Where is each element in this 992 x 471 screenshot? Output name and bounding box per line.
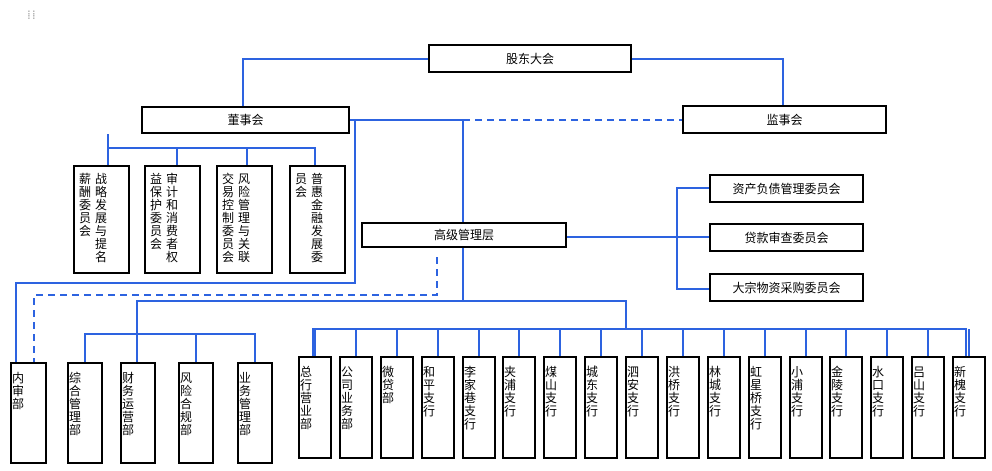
business-unit-box: 林城支行 [707, 356, 741, 459]
committee-risk-label: 风险管理与关联 [238, 172, 251, 264]
business-unit-label: 吕山支行 [913, 365, 926, 418]
committee-risk-box: 风险管理与关联交易控制委员会 [216, 165, 273, 274]
drag-handle-icon[interactable]: ⁞⁞ [27, 8, 37, 22]
mgmt-committee-box: 大宗物资采购委员会 [709, 273, 864, 302]
department-box: 风险合规部 [178, 362, 214, 464]
board-box: 董事会 [141, 106, 350, 134]
business-unit-label: 水口支行 [872, 365, 885, 418]
senior-management-box: 高级管理层 [361, 222, 567, 248]
committee-audit-label-2: 益保护委员会 [150, 172, 163, 251]
department-box: 财务运营部 [120, 362, 156, 464]
department-box-label: 风险合规部 [180, 371, 193, 437]
committee-audit-label: 审计和消费者权 [166, 172, 179, 264]
business-unit-box: 和平支行 [421, 356, 455, 459]
business-unit-box: 煤山支行 [543, 356, 577, 459]
department-box-label: 财务运营部 [122, 371, 135, 437]
business-unit-label: 微贷部 [382, 365, 395, 405]
department-box-label: 综合管理部 [69, 371, 82, 437]
business-unit-box: 水口支行 [870, 356, 904, 459]
business-unit-box: 公司业务部 [339, 356, 373, 459]
business-unit-label: 公司业务部 [341, 365, 354, 431]
mgmt-committee-label: 贷款审查委员会 [744, 230, 829, 245]
committee-audit-box: 审计和消费者权益保护委员会 [144, 165, 201, 274]
committee-inclusive-box: 普惠金融发展委员会 [289, 165, 346, 274]
business-unit-label: 小浦支行 [791, 365, 804, 418]
business-unit-box: 泗安支行 [625, 356, 659, 459]
mgmt-committee-box: 资产负债管理委员会 [709, 174, 864, 203]
committee-strategy-label-2: 薪酬委员会 [79, 172, 92, 238]
business-unit-box: 总行营业部 [298, 356, 332, 459]
business-unit-label: 和平支行 [423, 365, 436, 418]
business-unit-box: 虹星桥支行 [748, 356, 782, 459]
business-unit-label: 新槐支行 [954, 365, 967, 418]
business-unit-label: 夹浦支行 [504, 365, 517, 418]
business-unit-label: 金陵支行 [831, 365, 844, 418]
department-box-label: 业务管理部 [239, 371, 252, 437]
business-unit-box: 洪桥支行 [666, 356, 700, 459]
business-unit-label: 虹星桥支行 [750, 365, 763, 431]
mgmt-committee-label: 大宗物资采购委员会 [732, 280, 841, 295]
shareholders-meeting-box: 股东大会 [428, 44, 632, 73]
board-label: 董事会 [227, 113, 264, 127]
committee-strategy-box: 战略发展与提名薪酬委员会 [73, 165, 130, 274]
business-unit-label: 城东支行 [586, 365, 599, 418]
business-unit-box: 小浦支行 [789, 356, 823, 459]
business-unit-label: 林城支行 [709, 365, 722, 418]
business-unit-label: 洪桥支行 [668, 365, 681, 418]
committee-inclusive-label-2: 员会 [295, 172, 308, 199]
mgmt-committee-label: 资产负债管理委员会 [732, 181, 841, 196]
committee-strategy-label: 战略发展与提名 [95, 172, 108, 264]
business-unit-box: 夹浦支行 [502, 356, 536, 459]
committee-inclusive-label: 普惠金融发展委 [311, 172, 324, 264]
supervisors-label: 监事会 [766, 112, 803, 127]
department-box: 业务管理部 [237, 362, 273, 464]
business-unit-box: 微贷部 [380, 356, 414, 459]
supervisors-box: 监事会 [682, 105, 887, 134]
shareholders-meeting-label: 股东大会 [505, 51, 554, 66]
business-unit-label: 煤山支行 [545, 365, 558, 418]
business-unit-label: 泗安支行 [627, 365, 640, 418]
mgmt-committee-box: 贷款审查委员会 [709, 223, 864, 252]
business-unit-box: 城东支行 [584, 356, 618, 459]
business-unit-label: 总行营业部 [300, 365, 313, 431]
senior-management-label: 高级管理层 [433, 228, 494, 242]
internal-audit-box: 内审部 [10, 362, 47, 464]
department-box: 综合管理部 [67, 362, 103, 464]
business-unit-label: 李家巷支行 [464, 365, 477, 431]
committee-risk-label-2: 交易控制委员会 [222, 172, 235, 264]
internal-audit-box-label: 内审部 [12, 371, 25, 411]
business-unit-box: 新槐支行 [952, 356, 986, 459]
business-unit-box: 吕山支行 [911, 356, 945, 459]
business-unit-box: 金陵支行 [829, 356, 863, 459]
business-unit-box: 李家巷支行 [462, 356, 496, 459]
